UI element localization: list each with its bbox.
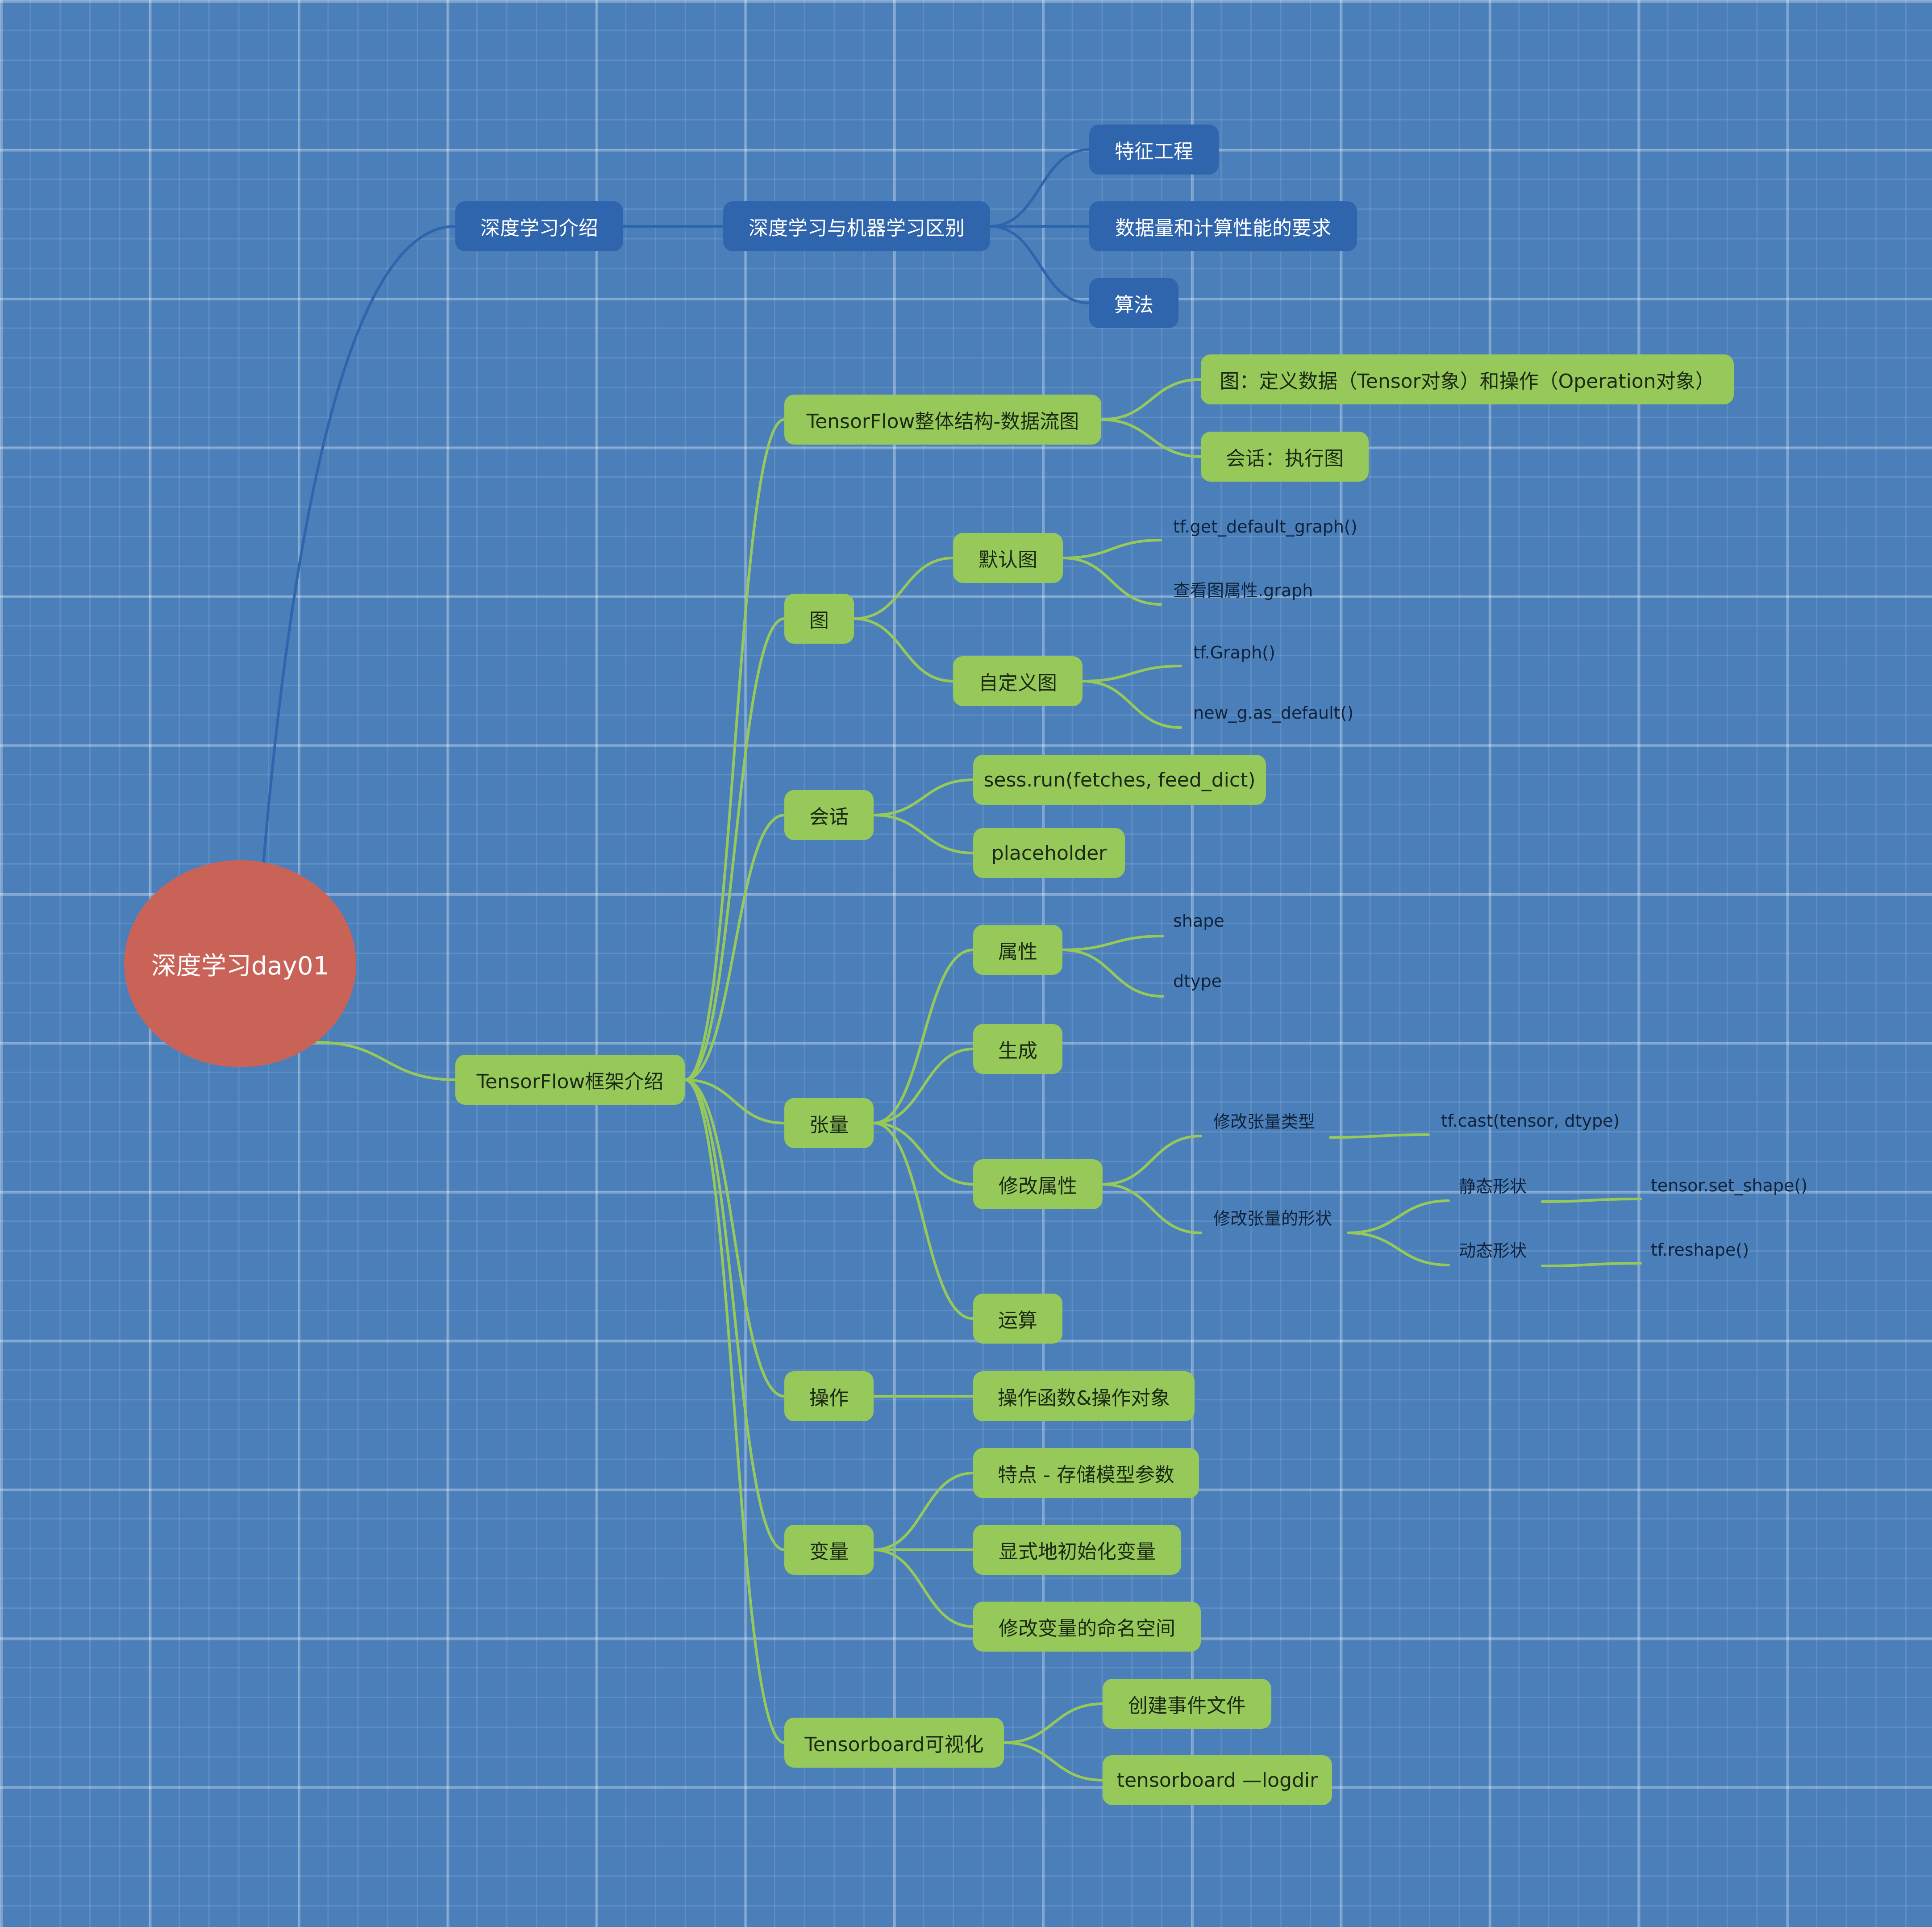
leaf-tf-reshape[interactable]: tf.reshape() [1651,1240,1749,1260]
leaf-static-shape[interactable]: 静态形状 [1459,1176,1527,1196]
link-tf-structure [683,418,786,1081]
topic-var-features[interactable]: 特点 - 存储模型参数 [973,1448,1199,1498]
link-board-logdir [1003,1741,1104,1781]
topic-sess-run[interactable]: sess.run(fetches, feed_dict) [973,755,1266,805]
link-tf-tensor [683,1078,786,1124]
leaf-tf-graph[interactable]: tf.Graph() [1193,643,1275,662]
topic-data-compute[interactable]: 数据量和计算性能的要求 [1089,201,1357,251]
topic-tensor-attributes[interactable]: 属性 [973,925,1062,975]
link-default-attr [1062,557,1162,606]
link-session-run [872,778,974,816]
link-default-get [1062,539,1162,559]
leaf-graph-attribute[interactable]: 查看图属性.graph [1173,580,1313,600]
leaf-tf-cast[interactable]: tf.cast(tensor, dtype) [1441,1111,1620,1131]
topic-dl-vs-ml[interactable]: 深度学习与机器学习区别 [723,201,990,251]
link-type-cast [1329,1133,1430,1139]
link-modify-shape [1101,1183,1202,1234]
link-graph-default [853,557,954,620]
link-board-event [1003,1702,1104,1744]
link-diff-algo [989,225,1091,304]
leaf-dynamic-shape[interactable]: 动态形状 [1459,1240,1527,1261]
topic-feature-engineering[interactable]: 特征工程 [1089,125,1219,175]
link-tf-variable [683,1078,786,1551]
leaf-modify-type[interactable]: 修改张量类型 [1213,1111,1316,1132]
topic-var-init[interactable]: 显式地初始化变量 [973,1525,1181,1575]
link-graph-custom [853,617,954,683]
link-attr-dtype [1061,949,1164,998]
topic-graph-definition[interactable]: 图：定义数据（Tensor对象）和操作（Operation对象） [1201,354,1734,404]
link-dynamic-reshape [1541,1262,1642,1267]
topic-variable[interactable]: 变量 [784,1525,874,1575]
link-tensor-attr [872,949,974,1124]
link-tensor-ops [872,1122,974,1320]
link-tensor-modify [872,1122,974,1186]
topic-default-graph[interactable]: 默认图 [953,533,1063,583]
topic-custom-graph[interactable]: 自定义图 [953,656,1083,706]
link-structure-session [1100,418,1202,458]
topic-event-file[interactable]: 创建事件文件 [1103,1679,1271,1729]
link-static-set [1541,1198,1642,1203]
leaf-set-shape[interactable]: tensor.set_shape() [1651,1176,1808,1195]
topic-modify-attributes[interactable]: 修改属性 [973,1159,1103,1209]
topic-var-scope[interactable]: 修改变量的命名空间 [973,1602,1201,1652]
leaf-get-default-graph[interactable]: tf.get_default_graph() [1173,517,1357,537]
root-topic[interactable]: 深度学习day01 [124,860,356,1067]
topic-session[interactable]: 会话 [784,790,874,840]
link-session-placeholder [872,814,974,854]
link-shape-dynamic [1347,1232,1450,1266]
topic-tensor-generate[interactable]: 生成 [973,1024,1062,1074]
leaf-as-default[interactable]: new_g.as_default() [1193,703,1354,723]
link-modify-type [1101,1135,1202,1186]
topic-tensorboard[interactable]: Tensorboard可视化 [784,1718,1004,1768]
topic-tensorboard-logdir[interactable]: tensorboard —logdir [1103,1755,1332,1805]
leaf-modify-shape[interactable]: 修改张量的形状 [1213,1208,1332,1228]
link-root-intro [262,225,457,865]
topic-tensor[interactable]: 张量 [784,1098,874,1148]
link-tf-session [683,814,786,1081]
link-shape-static [1347,1199,1450,1234]
link-root-tf [316,1041,457,1081]
link-variable-features [872,1472,974,1551]
leaf-dtype[interactable]: dtype [1173,971,1222,991]
topic-algorithm[interactable]: 算法 [1089,278,1178,328]
leaf-shape[interactable]: shape [1173,911,1224,931]
topic-op-functions[interactable]: 操作函数&操作对象 [973,1371,1195,1421]
link-structure-graph [1100,378,1202,421]
link-tensor-gen [872,1048,974,1124]
topic-tf-structure[interactable]: TensorFlow整体结构-数据流图 [784,395,1101,445]
link-custom-asdefault [1081,680,1182,729]
topic-session-exec[interactable]: 会话：执行图 [1201,432,1369,482]
link-tf-operation [683,1078,786,1398]
link-attr-shape [1061,935,1164,951]
topic-graph[interactable]: 图 [784,594,854,644]
link-tf-board [683,1078,786,1744]
topic-deep-learning-intro[interactable]: 深度学习介绍 [455,201,623,251]
link-tf-graph [683,617,786,1081]
topic-tensorflow-intro[interactable]: TensorFlow框架介绍 [455,1055,685,1105]
topic-placeholder[interactable]: placeholder [973,828,1125,878]
topic-tensor-ops[interactable]: 运算 [973,1294,1062,1344]
link-diff-feature [989,148,1091,228]
link-custom-graph [1081,665,1182,683]
link-variable-scope [872,1548,974,1628]
topic-operation[interactable]: 操作 [784,1371,874,1421]
